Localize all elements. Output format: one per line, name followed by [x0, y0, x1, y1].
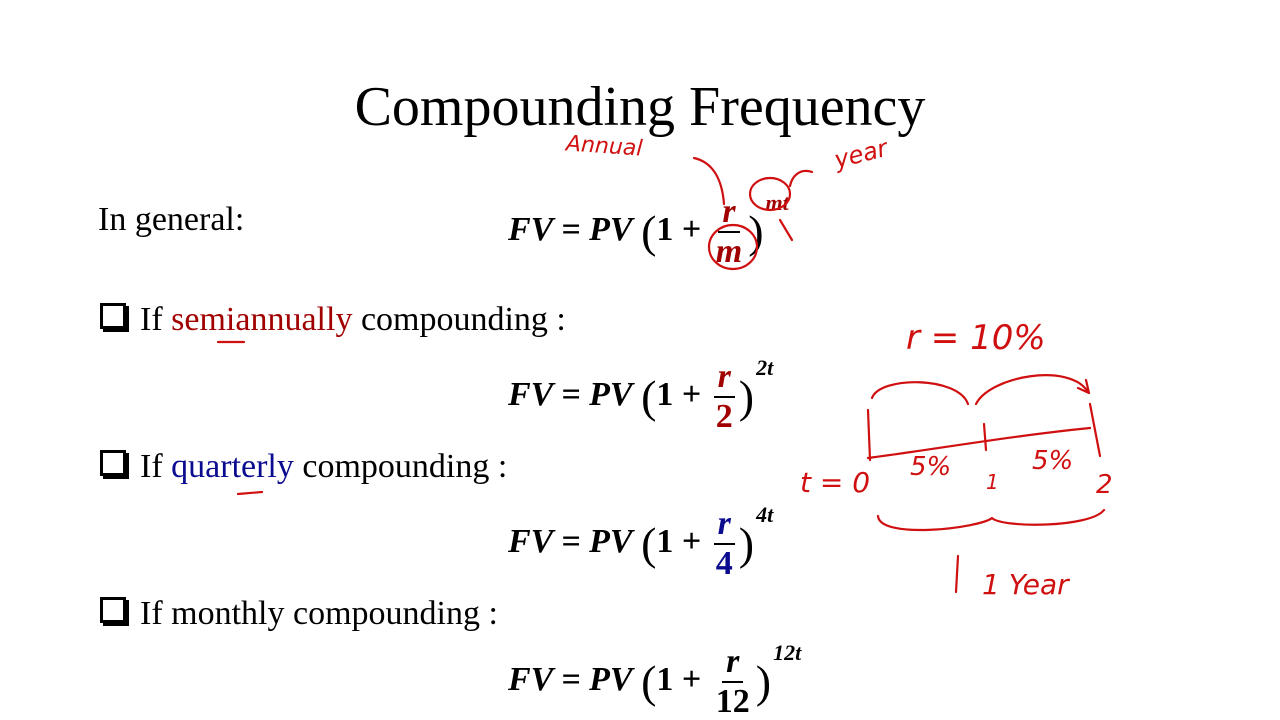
bullet-highlight: semiannually: [171, 301, 353, 338]
formula-one-plus: 1 +: [656, 661, 702, 698]
ink-arrow-annual: [692, 156, 726, 206]
hw-year-bottom: 1 Year: [982, 568, 1069, 601]
close-paren: ): [755, 656, 772, 708]
monthly-formula: FV = PV (1 + r 12 )12t: [508, 640, 801, 719]
bullet-semiannual: If semiannually compounding :: [100, 298, 566, 342]
close-paren: ): [738, 518, 755, 570]
bullet-monthly: If monthly compounding :: [100, 592, 498, 636]
bullet-quarterly: If quarterly compounding :: [100, 445, 507, 489]
fraction-denominator: m: [715, 233, 743, 271]
general-formula: FV = PV (1 + r m )mt: [508, 190, 789, 269]
semiannual-formula: FV = PV (1 + r 2 )2t: [508, 355, 773, 434]
close-paren: ): [748, 206, 764, 258]
formula-exponent: 2t: [756, 355, 774, 380]
ink-arrowhead: [1076, 378, 1091, 395]
ink-tick: [778, 218, 794, 242]
ink-circle-denominator: [707, 223, 759, 271]
bullet-highlight: quarterly: [171, 448, 294, 485]
bullet-suffix: compounding :: [360, 301, 566, 338]
fraction: r m: [712, 195, 746, 269]
bullet-text: If monthly compounding :: [140, 595, 498, 632]
ink-tick-end: [1088, 402, 1102, 458]
checkbox-bullet-icon: [100, 597, 126, 623]
ink-underline-quarter: [236, 490, 264, 496]
fraction-numerator: r: [713, 360, 735, 399]
formula-lhs: FV = PV: [508, 376, 633, 413]
formula-lhs: FV = PV: [508, 523, 633, 560]
ink-brace-bottom: [876, 508, 1106, 532]
slide-title: Compounding Frequency: [354, 76, 926, 138]
hw-pct-right: 5%: [1032, 446, 1074, 476]
fraction: r 12: [712, 645, 754, 719]
ink-tick-start: [866, 408, 872, 462]
fraction-denominator: 12: [715, 683, 750, 720]
formula-exponent: 12t: [773, 640, 802, 665]
hw-rate: r = 10%: [906, 318, 1046, 358]
open-paren: (: [641, 656, 657, 708]
ink-tick-mid: [982, 422, 988, 452]
fraction: r 2: [712, 360, 737, 434]
formula-one-plus: 1 +: [656, 376, 702, 413]
ink-arc-right: [974, 374, 1090, 406]
close-paren: ): [738, 371, 755, 423]
formula-one-plus: 1 +: [656, 523, 702, 560]
bullet-prefix: If: [140, 448, 163, 485]
fraction-numerator: r: [718, 195, 740, 234]
formula-exponent: mt: [765, 190, 789, 215]
open-paren: (: [641, 206, 657, 258]
open-paren: (: [641, 371, 657, 423]
fraction-numerator: r: [713, 507, 735, 546]
hw-end-tick: 2: [1096, 470, 1113, 500]
hw-t-label: t = 0: [800, 466, 871, 499]
hw-annual: Annual: [565, 131, 644, 162]
fraction-denominator: 4: [715, 545, 733, 583]
formula-lhs: FV = PV: [508, 211, 633, 248]
fraction-numerator: r: [722, 645, 744, 684]
formula-lhs: FV = PV: [508, 661, 633, 698]
open-paren: (: [641, 518, 657, 570]
ink-year-tick: [954, 554, 960, 594]
ink-timeline: [866, 426, 1092, 460]
ink-arc-left: [870, 381, 970, 406]
ink-arrow-year: [788, 169, 814, 188]
hw-mid-tick: 1: [986, 470, 999, 494]
checkbox-bullet-icon: [100, 450, 126, 476]
general-label: In general:: [98, 201, 245, 238]
formula-exponent: 4t: [756, 502, 774, 527]
fraction: r 4: [712, 507, 737, 581]
formula-one-plus: 1 +: [656, 211, 702, 248]
bullet-suffix: compounding :: [302, 448, 508, 485]
ink-circle-exponent: [748, 176, 792, 212]
bullet-prefix: If: [140, 301, 163, 338]
hw-pct-left: 5%: [910, 452, 952, 482]
quarterly-formula: FV = PV (1 + r 4 )4t: [508, 502, 773, 581]
fraction-denominator: 2: [715, 398, 733, 436]
checkbox-bullet-icon: [100, 303, 126, 329]
